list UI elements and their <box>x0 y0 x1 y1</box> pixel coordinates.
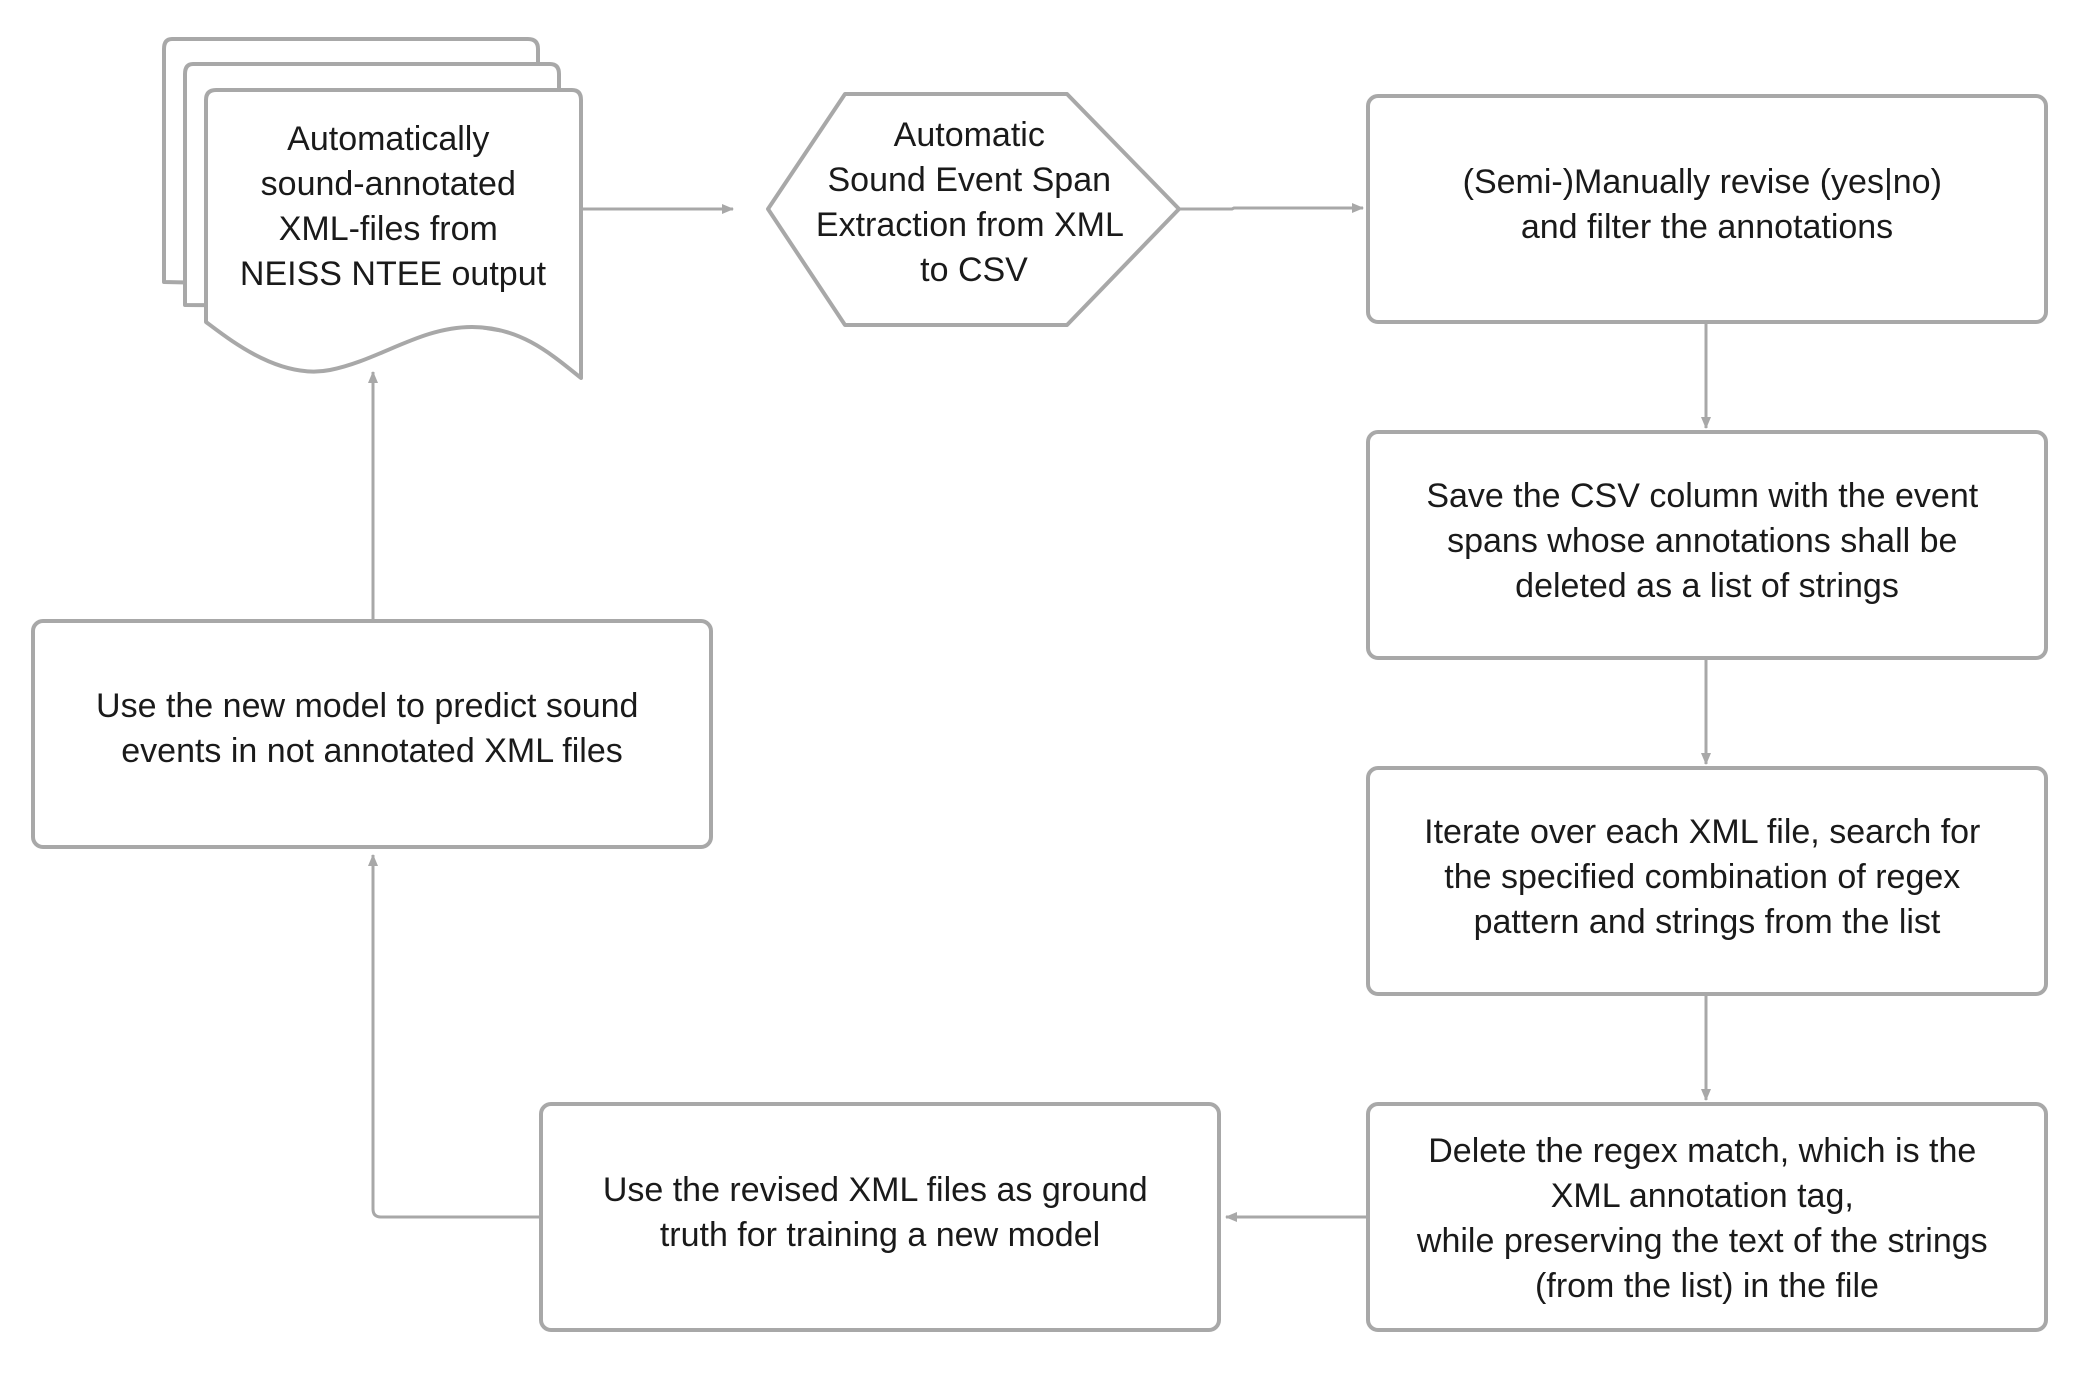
delete-label-line: Delete the regex match, which is the <box>1428 1132 1976 1170</box>
extraction-label-line: to CSV <box>920 251 1028 289</box>
save-node <box>1366 430 2048 660</box>
predict-label-line: events in not annotated XML files <box>121 732 623 770</box>
save-label: Save the CSV column with the event spans… <box>1426 477 1987 605</box>
iterate-label-line: the specified combination of regex <box>1444 858 1960 896</box>
revise-label-line: (Semi-)Manually revise (yes|no) <box>1463 163 1942 201</box>
train-label-line: truth for training a new model <box>660 1216 1100 1254</box>
iterate-label-line: pattern and strings from the list <box>1474 903 1941 941</box>
predict-label-line: Use the new model to predict sound <box>96 687 638 725</box>
train-node <box>539 1102 1221 1332</box>
delete-label-line: while preserving the text of the strings <box>1416 1222 1988 1260</box>
documents-node <box>162 37 583 380</box>
save-label-line: deleted as a list of strings <box>1515 567 1899 605</box>
delete-label-line: XML annotation tag, <box>1551 1177 1854 1215</box>
revise-label: (Semi-)Manually revise (yes|no) and filt… <box>1463 163 1952 246</box>
delete-node <box>1366 1102 2048 1332</box>
process-boxes <box>31 94 2048 1332</box>
documents-label-line: NEISS NTEE output <box>240 255 547 293</box>
documents-label-line: XML-files from <box>279 210 498 248</box>
delete-label-line: (from the list) in the file <box>1535 1267 1879 1305</box>
documents-label-line: Automatically <box>287 120 489 158</box>
train-label: Use the revised XML files as ground trut… <box>603 1171 1157 1254</box>
save-label-line: Save the CSV column with the event <box>1426 477 1978 515</box>
iterate-label-line: Iterate over each XML file, search for <box>1424 813 1980 851</box>
revise-label-line: and filter the annotations <box>1521 208 1893 246</box>
iterate-node <box>1366 766 2048 996</box>
documents-label: Automatically sound-annotated XML-files … <box>240 120 547 293</box>
train-label-line: Use the revised XML files as ground <box>603 1171 1148 1209</box>
delete-label: Delete the regex match, which is the XML… <box>1416 1132 1997 1305</box>
extraction-label-line: Automatic <box>894 116 1045 154</box>
revise-node <box>1366 94 2048 324</box>
iterate-label: Iterate over each XML file, search for t… <box>1424 813 1990 941</box>
edge-extraction-to-revise <box>1180 203 1364 213</box>
document-sheet-front <box>204 88 583 380</box>
documents-label-line: sound-annotated <box>261 165 516 203</box>
edge-train-to-predict <box>368 854 541 1219</box>
extraction-label: Automatic Sound Event Span Extraction fr… <box>816 116 1132 289</box>
extraction-label-line: Sound Event Span <box>827 161 1111 199</box>
save-label-line: spans whose annotations shall be <box>1447 522 1957 560</box>
extraction-node <box>766 92 1181 327</box>
predict-label: Use the new model to predict sound event… <box>96 687 648 770</box>
extraction-label-line: Extraction from XML <box>816 206 1123 244</box>
edges <box>368 203 1711 1222</box>
predict-node <box>31 619 713 849</box>
